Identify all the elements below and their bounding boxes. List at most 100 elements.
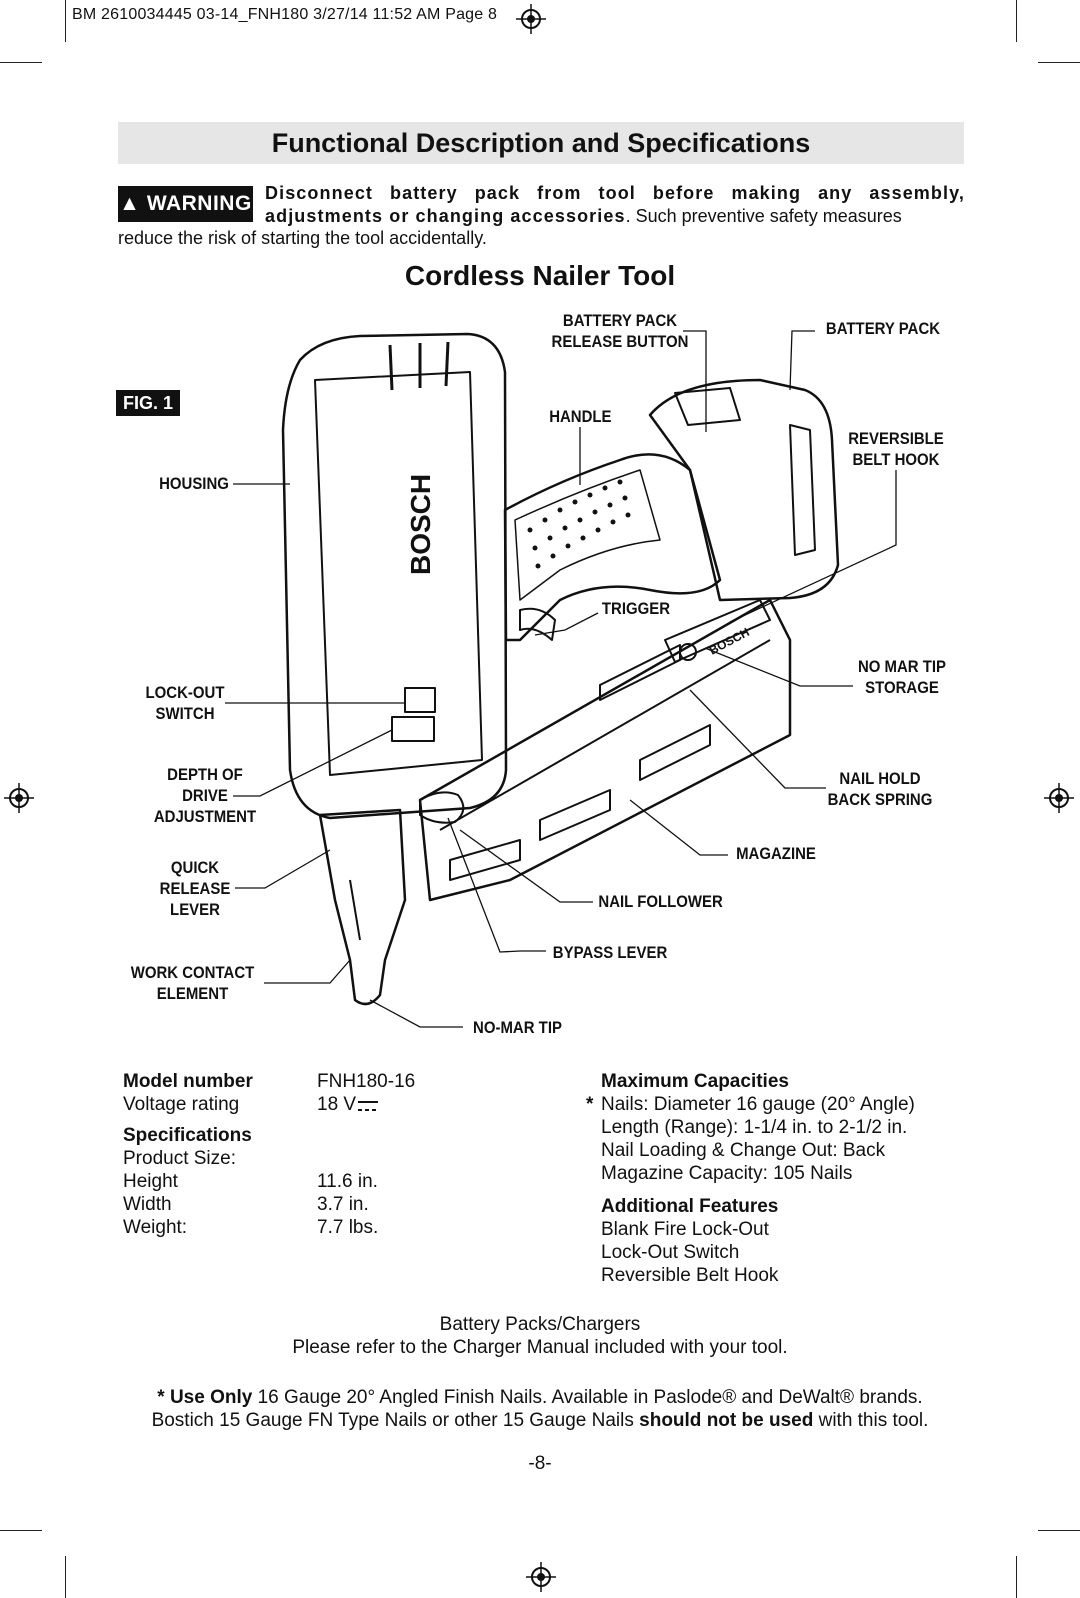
label-line: BELT HOOK [852, 450, 940, 469]
label-bypass-lever: BYPASS LEVER [552, 943, 668, 962]
footnote-line2: Bostich 15 Gauge FN Type Nails or other … [0, 1409, 1080, 1432]
warning-bold-text: Disconnect battery pack from tool before… [265, 183, 965, 226]
dc-symbol-icon [358, 1101, 379, 1111]
battery-text: Please refer to the Charger Manual inclu… [292, 1337, 788, 1358]
registration-mark-icon [1044, 783, 1074, 813]
label-handle: HANDLE [549, 407, 612, 426]
label-nail-follower: NAIL FOLLOWER [598, 892, 723, 911]
voltage-label: Voltage rating [123, 1094, 240, 1115]
label-nail-hold-back-spring: NAIL HOLD BACK SPRING [823, 768, 937, 810]
capacity-line: Length (Range): 1-1/4 in. to 2-1/2 in. [601, 1117, 908, 1138]
footnote-text1: 16 Gauge 20° Angled Finish Nails. Availa… [252, 1387, 923, 1408]
page-number: -8- [528, 1453, 552, 1474]
label-housing: HOUSING [159, 474, 229, 493]
label-line: ADJUSTMENT [153, 807, 257, 826]
label-line: QUICK [170, 858, 220, 877]
weight-value: 7.7 lbs. [317, 1217, 379, 1238]
capacity-line: Magazine Capacity: 105 Nails [601, 1163, 853, 1184]
magazine-shape [418, 598, 792, 902]
trigger-shape [519, 607, 556, 641]
registration-mark-icon [516, 4, 546, 34]
label-line: REVERSIBLE [848, 429, 944, 448]
width-label: Width [123, 1194, 172, 1215]
crop-mark [1016, 0, 1017, 42]
battery-pack-shape [648, 378, 840, 602]
label-work-contact-element: WORK CONTACT ELEMENT [129, 962, 257, 1004]
section-subtitle: Cordless Nailer Tool [404, 260, 676, 291]
capacity-asterisk: * [586, 1094, 594, 1115]
label-line: BACK SPRING [827, 790, 933, 809]
label-quick-release-lever: QUICK RELEASE LEVER [155, 857, 234, 920]
model-label: Model number [123, 1071, 253, 1092]
label-line: RELEASE [159, 879, 231, 898]
crop-mark [0, 62, 42, 63]
crop-mark [1038, 1530, 1080, 1531]
specs-left: Model number FNH180-16 Voltage rating 18 V… [123, 1070, 423, 1239]
print-header: BM 2610034445 03-14_FNH180 3/27/14 11:52… [72, 6, 498, 23]
model-value: FNH180-16 [317, 1071, 416, 1092]
figure-tag: FIG. 1 [116, 390, 180, 416]
label-line: NAIL HOLD [839, 769, 921, 788]
feature-item: Blank Fire Lock-Out [601, 1219, 769, 1240]
height-label: Height [123, 1171, 178, 1192]
label-magazine: MAGAZINE [736, 844, 816, 863]
brand-mark-text: BOSCH [405, 474, 436, 575]
warning-triangle-icon: ▲ [119, 192, 141, 215]
page-title: Functional Description and Specification… [118, 122, 964, 164]
warning-text: Disconnect battery pack from tool before… [265, 182, 965, 228]
label-line: LEVER [170, 900, 220, 919]
housing-shape [281, 332, 508, 820]
capacity-line: Nail Loading & Change Out: Back [601, 1140, 886, 1161]
footnote-line1: * Use Only 16 Gauge 20° Angled Finish Na… [0, 1386, 1080, 1409]
crop-mark [0, 1530, 42, 1531]
specs-right: Maximum Capacities * Nails: Diameter 16 … [586, 1070, 986, 1287]
crop-mark [1016, 1556, 1017, 1598]
label-line: BATTERY PACK [562, 311, 678, 330]
label-no-mar-tip-storage: NO MAR TIP STORAGE [849, 656, 955, 698]
footnote-text2a: Bostich 15 Gauge FN Type Nails or other … [151, 1410, 640, 1431]
label-battery-pack-release: BATTERY PACK RELEASE BUTTON [550, 310, 691, 352]
label-lock-out-switch: LOCK-OUT SWITCH [145, 682, 225, 724]
warning-badge-label: WARNING [146, 192, 252, 215]
brand-mark-magazine: BOSCH [707, 625, 752, 658]
footnote-bold1: Use Only [169, 1387, 253, 1408]
label-line: DEPTH OF [167, 765, 243, 784]
product-size-label: Product Size: [123, 1148, 236, 1169]
footnote-text2b: with this tool. [813, 1410, 929, 1431]
capacity-line: Nails: Diameter 16 gauge (20° Angle) [601, 1094, 915, 1115]
footnote-star: * [157, 1387, 165, 1408]
label-line: ELEMENT [156, 984, 229, 1003]
nailer-illustration: BOSCH BOSCH [225, 330, 897, 1028]
label-no-mar-tip: NO-MAR TIP [473, 1018, 562, 1037]
weight-label: Weight: [123, 1217, 188, 1238]
footnote-bold2: should not be used [639, 1410, 814, 1431]
height-value: 11.6 in. [317, 1171, 378, 1192]
label-line: NO MAR TIP [857, 657, 947, 676]
label-reversible-belt-hook: REVERSIBLE BELT HOOK [843, 428, 949, 470]
label-battery-pack: BATTERY PACK [825, 319, 941, 338]
label-line: RELEASE BUTTON [551, 332, 689, 351]
label-depth-of-drive-adjustment: DEPTH OF DRIVE ADJUSTMENT [148, 764, 262, 827]
warning-badge: ▲ WARNING [118, 186, 253, 222]
voltage-value: 18 V [317, 1093, 379, 1116]
label-line: WORK CONTACT [130, 963, 255, 982]
width-value: 3.7 in. [317, 1194, 369, 1215]
label-line: STORAGE [865, 678, 939, 697]
registration-mark-icon [526, 1562, 556, 1592]
nose-shape [318, 808, 407, 1006]
additional-features-heading: Additional Features [601, 1196, 779, 1217]
specifications-heading: Specifications [123, 1125, 252, 1146]
crop-mark [1038, 62, 1080, 63]
voltage-value-text: 18 V [317, 1094, 357, 1115]
label-line: LOCK-OUT [145, 683, 225, 702]
crop-mark [65, 0, 66, 42]
label-line: SWITCH [155, 704, 215, 723]
warning-text-line3: reduce the risk of starting the tool acc… [118, 228, 487, 248]
feature-item: Lock-Out Switch [601, 1242, 740, 1263]
handle-shape [503, 453, 722, 642]
warning-normal-text: . Such preventive safety measures [625, 206, 902, 226]
label-trigger: TRIGGER [601, 599, 671, 618]
max-capacities-heading: Maximum Capacities [601, 1071, 789, 1092]
registration-mark-icon [4, 783, 34, 813]
battery-heading: Battery Packs/Chargers [439, 1314, 641, 1335]
